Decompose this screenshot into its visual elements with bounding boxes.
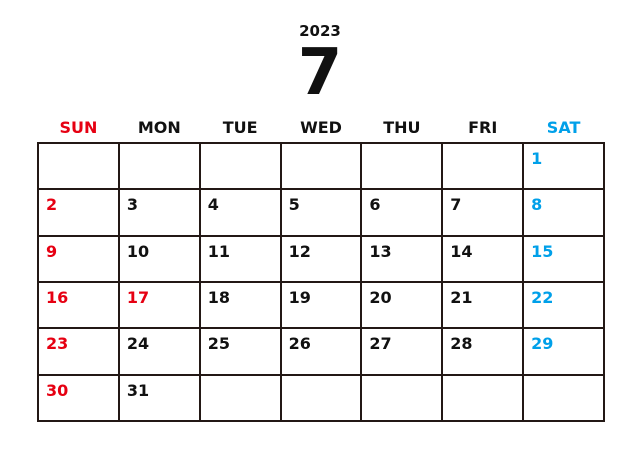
- day-number: 31: [126, 380, 150, 400]
- calendar-cell: 16: [39, 282, 120, 330]
- day-number: 14: [450, 241, 473, 261]
- calendar-cell: 21: [443, 282, 525, 330]
- day-number: 2: [46, 195, 58, 215]
- calendar-cell: 13: [362, 236, 444, 283]
- day-number: 12: [288, 241, 311, 261]
- calendar-cell: 5: [281, 190, 363, 237]
- day-number: 4: [207, 195, 219, 215]
- calendar-month: 7: [297, 36, 343, 110]
- calendar-cell: 31: [119, 375, 201, 422]
- weekday-tue: TUE: [222, 118, 258, 137]
- day-number: 22: [531, 287, 554, 307]
- calendar-cell: 17: [119, 282, 201, 330]
- calendar-cell: 15: [524, 236, 605, 283]
- calendar-cell: 9: [39, 236, 120, 283]
- weekday-thu: THU: [383, 118, 421, 137]
- calendar-cell: 30: [39, 375, 120, 422]
- calendar-cell: [524, 375, 605, 422]
- calendar-cell: 23: [39, 329, 120, 376]
- calendar-cell: 18: [200, 282, 282, 330]
- weekday-fri: FRI: [468, 118, 498, 137]
- calendar-cell: 11: [200, 236, 282, 283]
- calendar-cell: 22: [524, 282, 605, 330]
- calendar-cell: [362, 144, 444, 191]
- calendar-cell: 14: [443, 236, 525, 283]
- calendar-cell: 1: [524, 144, 605, 191]
- calendar-cell: 2: [39, 190, 120, 237]
- calendar-cell: [443, 375, 525, 422]
- day-number: 30: [46, 380, 69, 400]
- day-number: 7: [450, 195, 462, 215]
- day-number: 13: [369, 241, 392, 261]
- day-number: 20: [369, 287, 392, 307]
- day-number: 8: [531, 195, 543, 215]
- calendar-cell: 12: [281, 236, 363, 283]
- weekday-header-row: SUN MON TUE WED THU FRI SAT: [38, 116, 604, 140]
- day-number: 11: [207, 241, 230, 261]
- day-number: 6: [369, 195, 381, 215]
- calendar-cell: 26: [281, 329, 363, 376]
- calendar-cell: 29: [524, 329, 605, 376]
- calendar-cell: 24: [119, 329, 201, 376]
- calendar-cell: [362, 375, 444, 422]
- calendar-cell: 3: [119, 190, 201, 237]
- day-number: 24: [126, 334, 150, 354]
- calendar-cell: [281, 375, 363, 422]
- calendar-cell: 8: [524, 190, 605, 237]
- calendar-cell: 6: [362, 190, 444, 237]
- weekday-wed: WED: [300, 118, 342, 137]
- day-number: 9: [46, 241, 58, 261]
- day-number: 18: [207, 287, 230, 307]
- calendar-year: 2023: [299, 22, 341, 40]
- day-number: 28: [450, 334, 473, 354]
- day-number: 3: [126, 195, 138, 215]
- day-number: 5: [288, 195, 300, 215]
- calendar-cell: 20: [362, 282, 444, 330]
- calendar-cell: 27: [362, 329, 444, 376]
- calendar-cell: 7: [443, 190, 525, 237]
- calendar-cell: [443, 144, 525, 191]
- day-number: 10: [126, 241, 150, 261]
- calendar-cell: 28: [443, 329, 525, 376]
- calendar-cell: [39, 144, 120, 191]
- day-number: 29: [531, 334, 554, 354]
- day-number: 16: [46, 287, 69, 307]
- calendar-cell: 4: [200, 190, 282, 237]
- day-number: 15: [531, 241, 554, 261]
- day-number: 23: [46, 334, 69, 354]
- day-number: 19: [288, 287, 311, 307]
- calendar-cell: 10: [119, 236, 201, 283]
- calendar-cell: 19: [281, 282, 363, 330]
- day-number: 26: [288, 334, 311, 354]
- day-number: 1: [531, 149, 543, 168]
- day-number: 27: [369, 334, 392, 354]
- weekday-mon: MON: [137, 118, 181, 137]
- day-number: 25: [207, 334, 230, 354]
- calendar-cell: [200, 144, 282, 191]
- weekday-sat: SAT: [546, 118, 581, 137]
- calendar-cell: [200, 375, 282, 422]
- calendar-cell: [281, 144, 363, 191]
- weekday-sun: SUN: [59, 118, 98, 137]
- day-number: 21: [450, 287, 473, 307]
- day-number: 17: [126, 287, 150, 307]
- calendar-cell: 25: [200, 329, 282, 376]
- calendar-cell: [119, 144, 201, 191]
